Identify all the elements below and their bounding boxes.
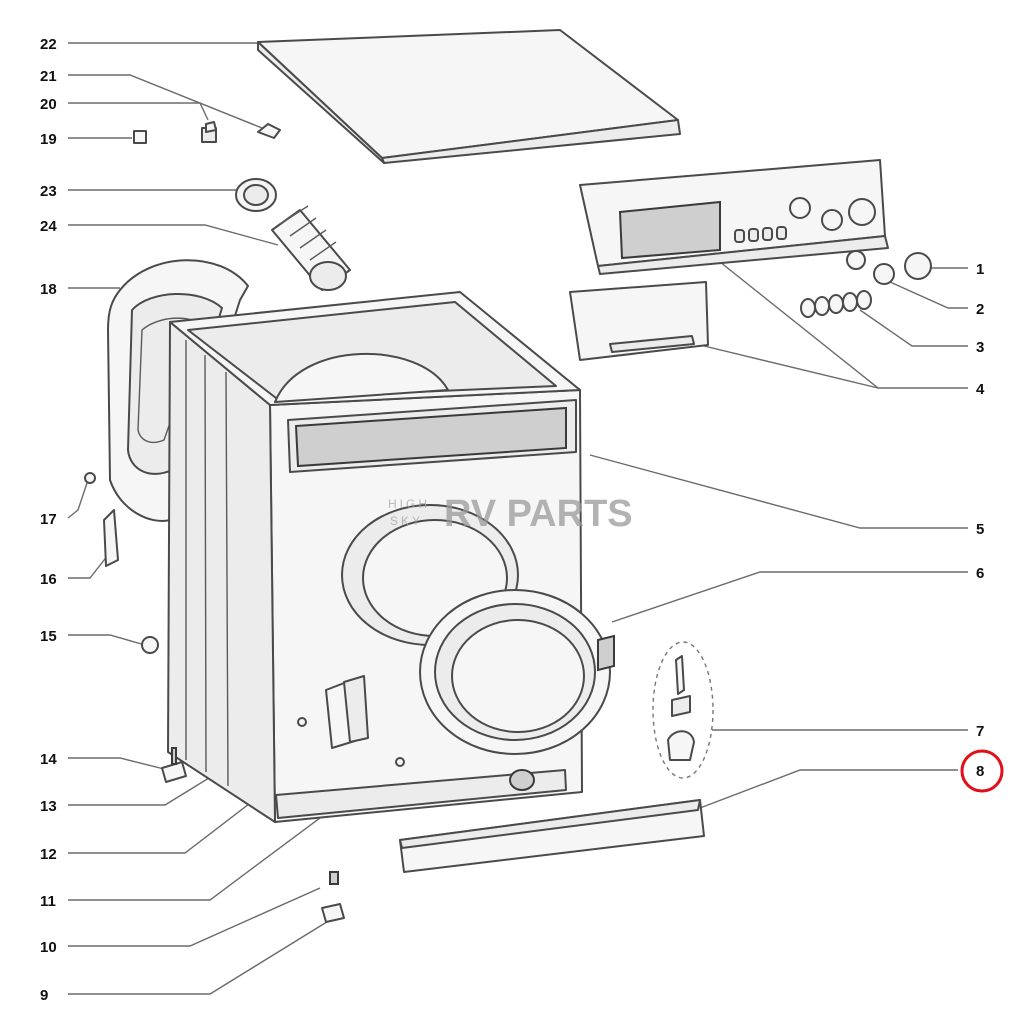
callout-17: 17 (40, 511, 57, 528)
callout-23: 23 (40, 183, 57, 200)
callout-21: 21 (40, 68, 57, 85)
callout-9: 9 (40, 987, 48, 1004)
dispenser-drawer-part (569, 281, 709, 361)
callout-4: 4 (976, 381, 985, 398)
callout-7: 7 (976, 723, 984, 740)
door-handle-part (652, 641, 714, 779)
callout-22: 22 (40, 36, 57, 53)
callout-14: 14 (40, 751, 57, 768)
plinth-panel-part (399, 799, 705, 873)
callout-20: 20 (40, 96, 57, 113)
callout-8: 8 (976, 763, 984, 780)
callout-3: 3 (976, 339, 984, 356)
hinge-part (325, 675, 369, 749)
watermark-line2: SKY (390, 514, 423, 528)
callout-15: 15 (40, 628, 57, 645)
callout-2: 2 (976, 301, 984, 318)
door-part (419, 589, 615, 755)
callout-11: 11 (40, 893, 56, 910)
top-panel-part (257, 29, 681, 164)
watermark-brand: RV PARTS (444, 493, 633, 535)
buttons-part (800, 290, 872, 318)
callout-12: 12 (40, 846, 57, 863)
callout-6: 6 (976, 565, 984, 582)
watermark: HIGH SKY RV PARTS (388, 493, 633, 535)
small-parts-left (84, 472, 405, 923)
knobs-part (846, 250, 932, 285)
callout-19: 19 (40, 131, 57, 148)
callout-18: 18 (40, 281, 57, 298)
highlight-circle (960, 749, 1004, 793)
control-panel-part (579, 159, 889, 275)
callouts-left: 22 21 20 19 23 24 18 17 16 15 14 13 12 1… (40, 36, 57, 1004)
callout-16: 16 (40, 571, 57, 588)
callout-24: 24 (40, 218, 57, 235)
watermark-line1: HIGH (388, 497, 430, 511)
callouts-right: 1 2 3 4 5 6 7 8 (960, 261, 1004, 793)
callout-10: 10 (40, 939, 57, 956)
callout-5: 5 (976, 521, 984, 538)
small-clips (133, 121, 281, 144)
hose-assembly (235, 178, 351, 291)
callout-1: 1 (976, 261, 984, 278)
callout-13: 13 (40, 798, 57, 815)
